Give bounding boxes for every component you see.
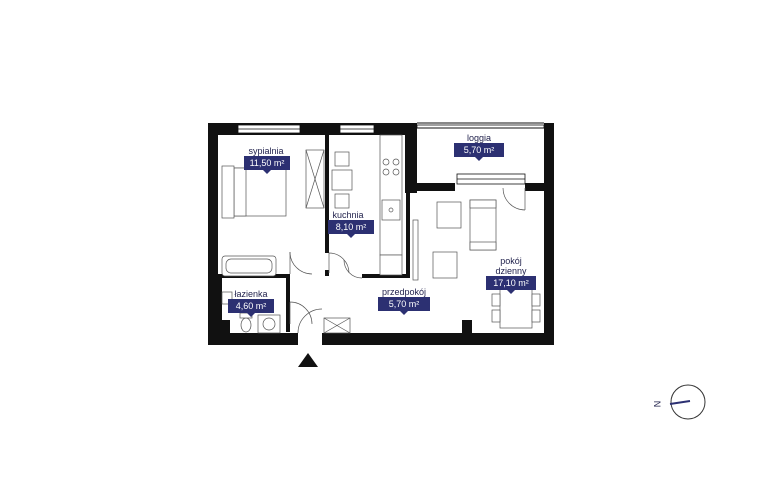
room-area-bathroom: 4,60 m² — [228, 299, 274, 317]
windows — [237, 124, 545, 185]
tv-stand — [412, 219, 419, 281]
compass-north-label: N — [652, 400, 663, 408]
bedroom-door — [289, 251, 313, 275]
toilet — [240, 317, 252, 333]
room-area-kitchen: 8,10 m² — [328, 220, 374, 238]
dining-table — [499, 287, 533, 329]
bathroom-sink — [221, 291, 233, 305]
room-name-bedroom: sypialnia — [248, 146, 284, 156]
kitchen-door-2 — [343, 259, 363, 279]
kitchen-table — [331, 169, 353, 191]
compass-icon — [669, 384, 706, 420]
kitchen-door — [328, 252, 350, 274]
room-name-bathroom: łazienka — [234, 289, 268, 299]
living-chair — [432, 251, 458, 279]
room-area-living-room: 17,10 m² — [486, 276, 536, 294]
fridge — [379, 254, 403, 276]
bathroom-door — [289, 301, 313, 325]
room-name-kitchen: kuchnia — [332, 210, 364, 220]
room-name-living-room: pokój dzienny — [495, 256, 527, 276]
loggia-outline — [417, 122, 544, 129]
entrance-arrow-icon — [298, 353, 318, 367]
furniture — [221, 134, 541, 334]
entrance-door — [297, 308, 323, 334]
loggia-door — [502, 187, 526, 211]
armchair — [436, 201, 462, 229]
room-name-loggia: loggia — [466, 133, 492, 143]
room-area-loggia: 5,70 m² — [454, 143, 504, 161]
room-area-hallway: 5,70 m² — [378, 297, 430, 315]
room-name-hallway: przedpokój — [381, 287, 427, 297]
room-area-bedroom: 11,50 m² — [244, 156, 290, 174]
doors — [289, 187, 526, 334]
kitchen-counter — [379, 134, 403, 256]
